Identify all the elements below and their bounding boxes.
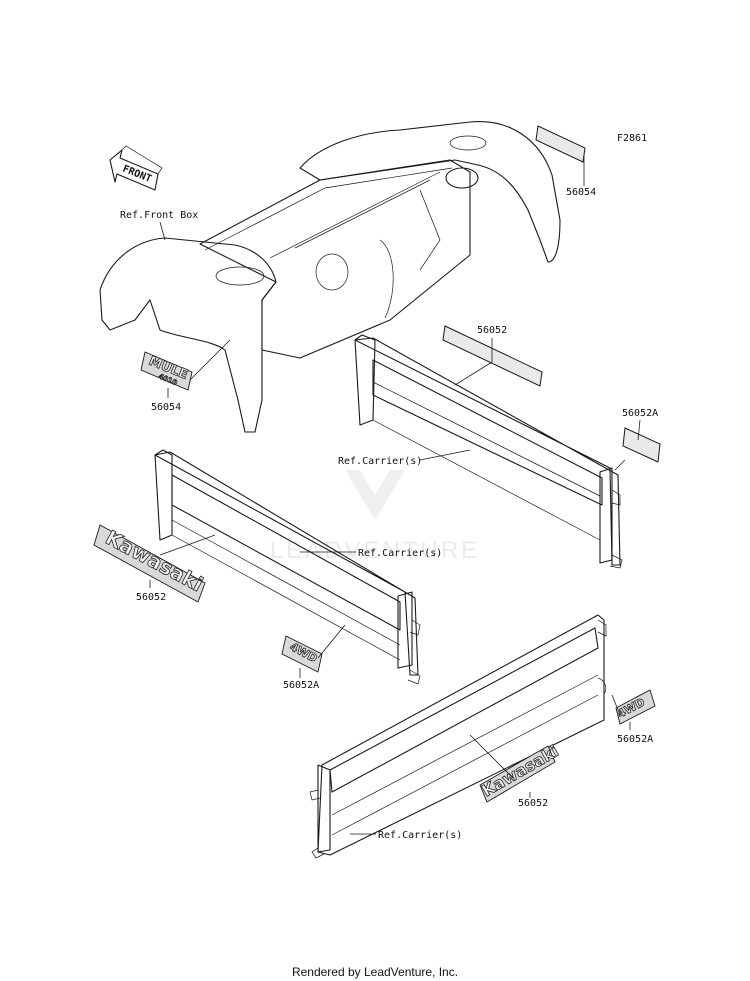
kawasaki-bottom-text: Kawasaki — [479, 741, 562, 800]
ref-carrier-label-1: Ref.Carrier(s) — [338, 456, 422, 467]
decal-mule: MULE 4010 — [140, 339, 231, 398]
kawasaki-left-text: Kawasaki — [102, 525, 207, 596]
part-number-56052-left: 56052 — [136, 592, 166, 603]
decal-56052-top — [442, 325, 543, 387]
footer-credit: Rendered by LeadVenture, Inc. — [292, 965, 458, 979]
front-arrow: FRONT — [109, 145, 163, 191]
part-number-56054-top: 56054 — [566, 187, 596, 198]
decal-kawasaki-left: Kawasaki — [93, 524, 216, 603]
part-number-56052A-mid: 56052A — [283, 680, 319, 691]
decal-4wd-right: 4WD — [611, 689, 656, 730]
watermark: LEADVENTURE — [270, 470, 480, 564]
ref-carrier-label-3: Ref.Carrier(s) — [378, 830, 462, 841]
watermark-text: LEADVENTURE — [270, 537, 480, 564]
carrier-gate-upper-right — [354, 334, 623, 569]
carrier-gate-lower — [309, 614, 607, 859]
carrier-gate-middle-left — [154, 449, 421, 685]
front-box — [99, 120, 561, 433]
part-number-56052-bottom: 56052 — [518, 798, 548, 809]
part-number-56052A-bottom-right: 56052A — [617, 734, 653, 745]
part-number-56054-left: 56054 — [151, 402, 181, 413]
decal-56052A-right — [614, 419, 661, 471]
part-number-56052-top: 56052 — [477, 325, 507, 336]
diagram-id: F2861 — [617, 133, 647, 144]
part-number-56052A-right: 56052A — [622, 408, 658, 419]
decal-56054-top — [535, 125, 586, 186]
ref-carrier-label-2: Ref.Carrier(s) — [358, 548, 442, 559]
decal-kawasaki-bottom: Kawasaki — [469, 734, 562, 803]
decal-4wd-mid: 4WD — [281, 624, 346, 678]
ref-front-box-label: Ref.Front Box — [120, 210, 198, 221]
